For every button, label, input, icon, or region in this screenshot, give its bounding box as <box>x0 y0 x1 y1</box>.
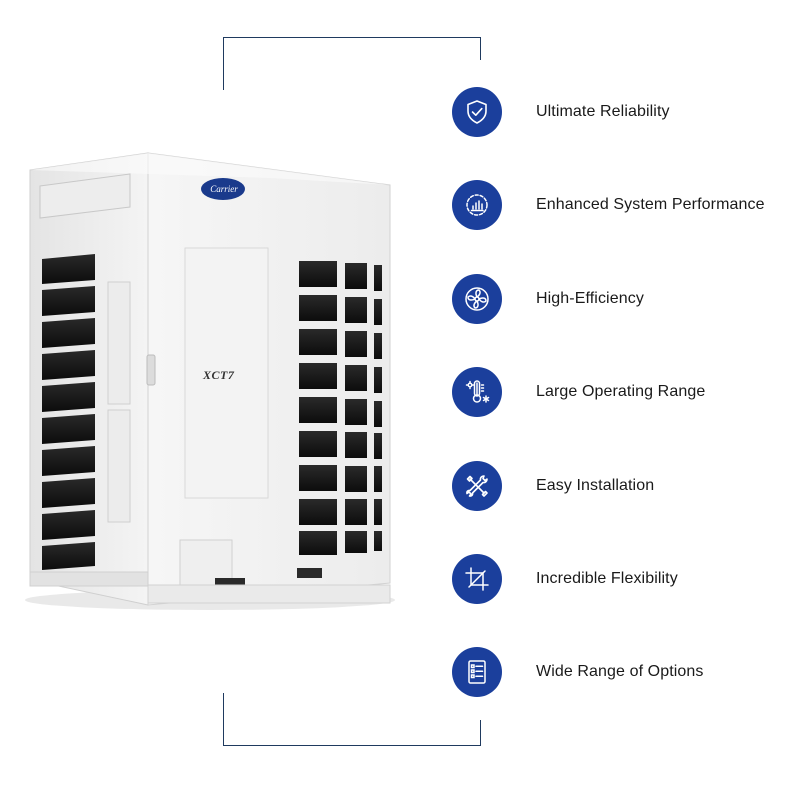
feature-label: High-Efficiency <box>536 290 644 307</box>
fan-icon <box>452 274 502 324</box>
gauge-chart-icon <box>452 180 502 230</box>
feature-large-operating-range: Large Operating Range <box>452 366 792 418</box>
feature-label: Incredible Flexibility <box>536 570 678 587</box>
feature-wide-range-of-options: Wide Range of Options <box>452 646 792 698</box>
feature-label: Easy Installation <box>536 477 655 494</box>
bracket-gap <box>477 680 483 720</box>
feature-label: Wide Range of Options <box>536 663 704 680</box>
feature-incredible-flexibility: Incredible Flexibility <box>452 553 792 605</box>
feature-high-efficiency: High-Efficiency <box>452 273 792 325</box>
feature-label: Large Operating Range <box>536 383 706 400</box>
options-list-icon <box>452 647 502 697</box>
flexibility-icon <box>452 554 502 604</box>
feature-label: Ultimate Reliability <box>536 103 670 120</box>
feature-enhanced-system-performance: Enhanced System Performance <box>452 179 792 231</box>
shield-check-icon <box>452 87 502 137</box>
feature-easy-installation: Easy Installation <box>452 460 792 512</box>
bracket-gap <box>477 60 483 100</box>
brand-logo: Carrier <box>210 184 238 194</box>
thermometer-icon <box>452 367 502 417</box>
model-badge: XCT7 <box>203 368 235 382</box>
feature-ultimate-reliability: Ultimate Reliability <box>452 86 792 138</box>
tools-icon <box>452 461 502 511</box>
feature-label: Enhanced System Performance <box>536 196 765 213</box>
